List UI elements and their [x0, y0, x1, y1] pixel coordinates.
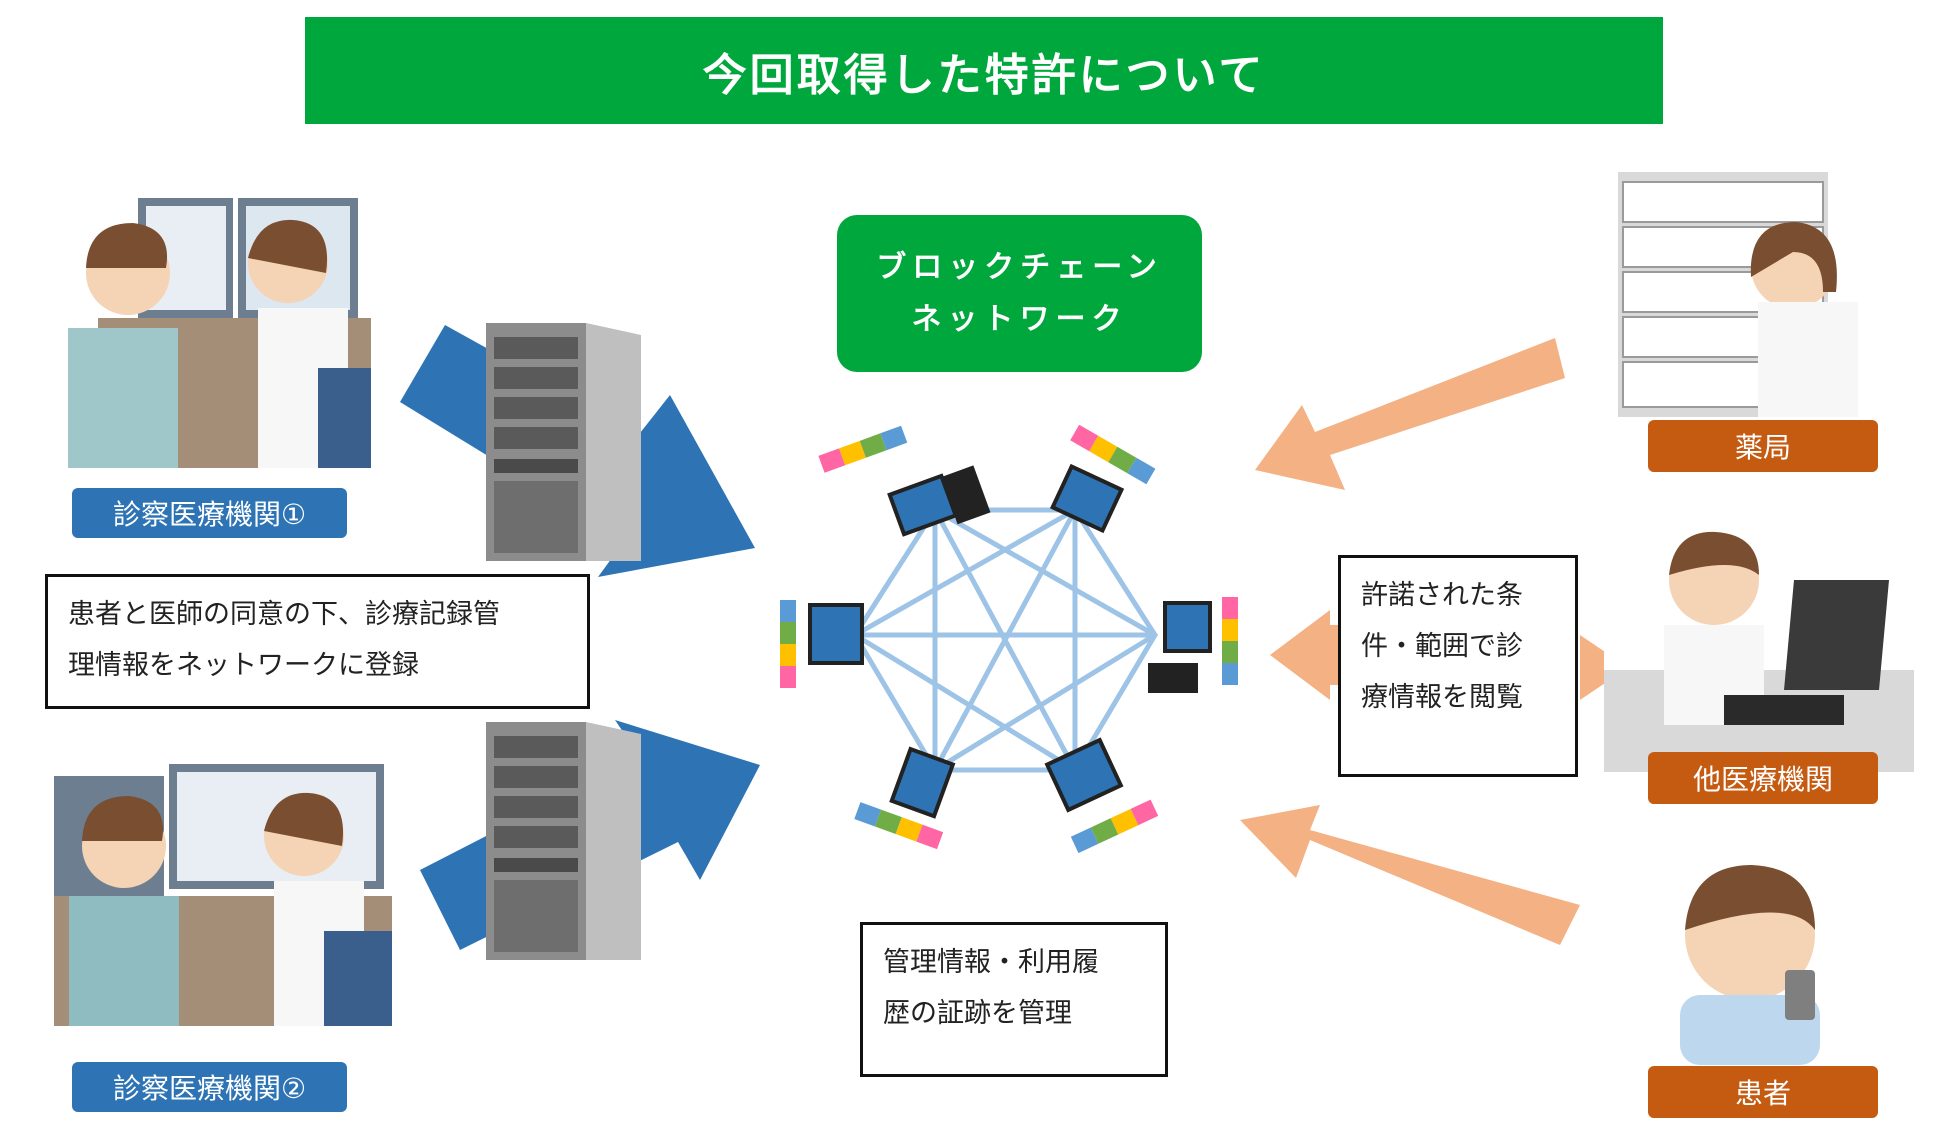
view-note-line2: 件・範囲で診 — [1361, 631, 1523, 662]
clinic1-illustration — [58, 198, 371, 468]
page-title: 今回取得した特許について — [305, 17, 1663, 124]
network-node-bottom-right — [1044, 737, 1159, 854]
blockchain-label-line2: ネットワーク — [911, 301, 1128, 337]
patient-illustration — [1640, 850, 1860, 1065]
blockchain-network-box: ブロックチェーン ネットワーク — [837, 215, 1202, 372]
manage-note-line1: 管理情報・利用履 — [883, 947, 1099, 978]
network-node-top-left — [818, 425, 991, 537]
register-note: 患者と医師の同意の下、診療記録管 理情報をネットワークに登録 — [45, 574, 590, 709]
other-hospital-label: 他医療機関 — [1648, 752, 1878, 804]
network-node-top-right — [1049, 425, 1156, 534]
view-note-line3: 療情報を閲覧 — [1361, 682, 1523, 713]
register-note-line1: 患者と医師の同意の下、診療記録管 — [68, 599, 500, 630]
view-note-line1: 許諾された条 — [1361, 580, 1523, 611]
network-node-left — [780, 600, 864, 688]
pharmacy-label: 薬局 — [1648, 420, 1878, 472]
orange-arrow-patient — [1240, 805, 1580, 945]
clinic2-illustration — [54, 756, 392, 1026]
network-node-bottom-left — [854, 746, 956, 850]
server-icon-upper — [486, 323, 641, 561]
clinic1-label: 診察医療機関① — [72, 488, 347, 538]
other-hospital-illustration — [1604, 520, 1914, 772]
network-links — [852, 507, 1158, 773]
pharmacy-illustration — [1618, 172, 1870, 417]
orange-arrow-other-hospital — [1580, 635, 1617, 700]
clinic2-label: 診察医療機関② — [72, 1062, 347, 1112]
patient-label: 患者 — [1648, 1066, 1878, 1118]
manage-note: 管理情報・利用履 歴の証跡を管理 — [860, 922, 1168, 1077]
view-note: 許諾された条 件・範囲で診 療情報を閲覧 — [1338, 555, 1578, 777]
register-note-line2: 理情報をネットワークに登録 — [68, 650, 419, 681]
blockchain-label-line1: ブロックチェーン — [876, 249, 1163, 285]
network-node-right — [1148, 597, 1238, 693]
manage-note-line2: 歴の証跡を管理 — [883, 998, 1072, 1029]
blockchain-network-diagram — [780, 425, 1238, 854]
orange-arrow-view — [1270, 610, 1345, 700]
orange-arrow-pharmacy — [1255, 338, 1565, 490]
server-icon-lower — [486, 722, 641, 960]
